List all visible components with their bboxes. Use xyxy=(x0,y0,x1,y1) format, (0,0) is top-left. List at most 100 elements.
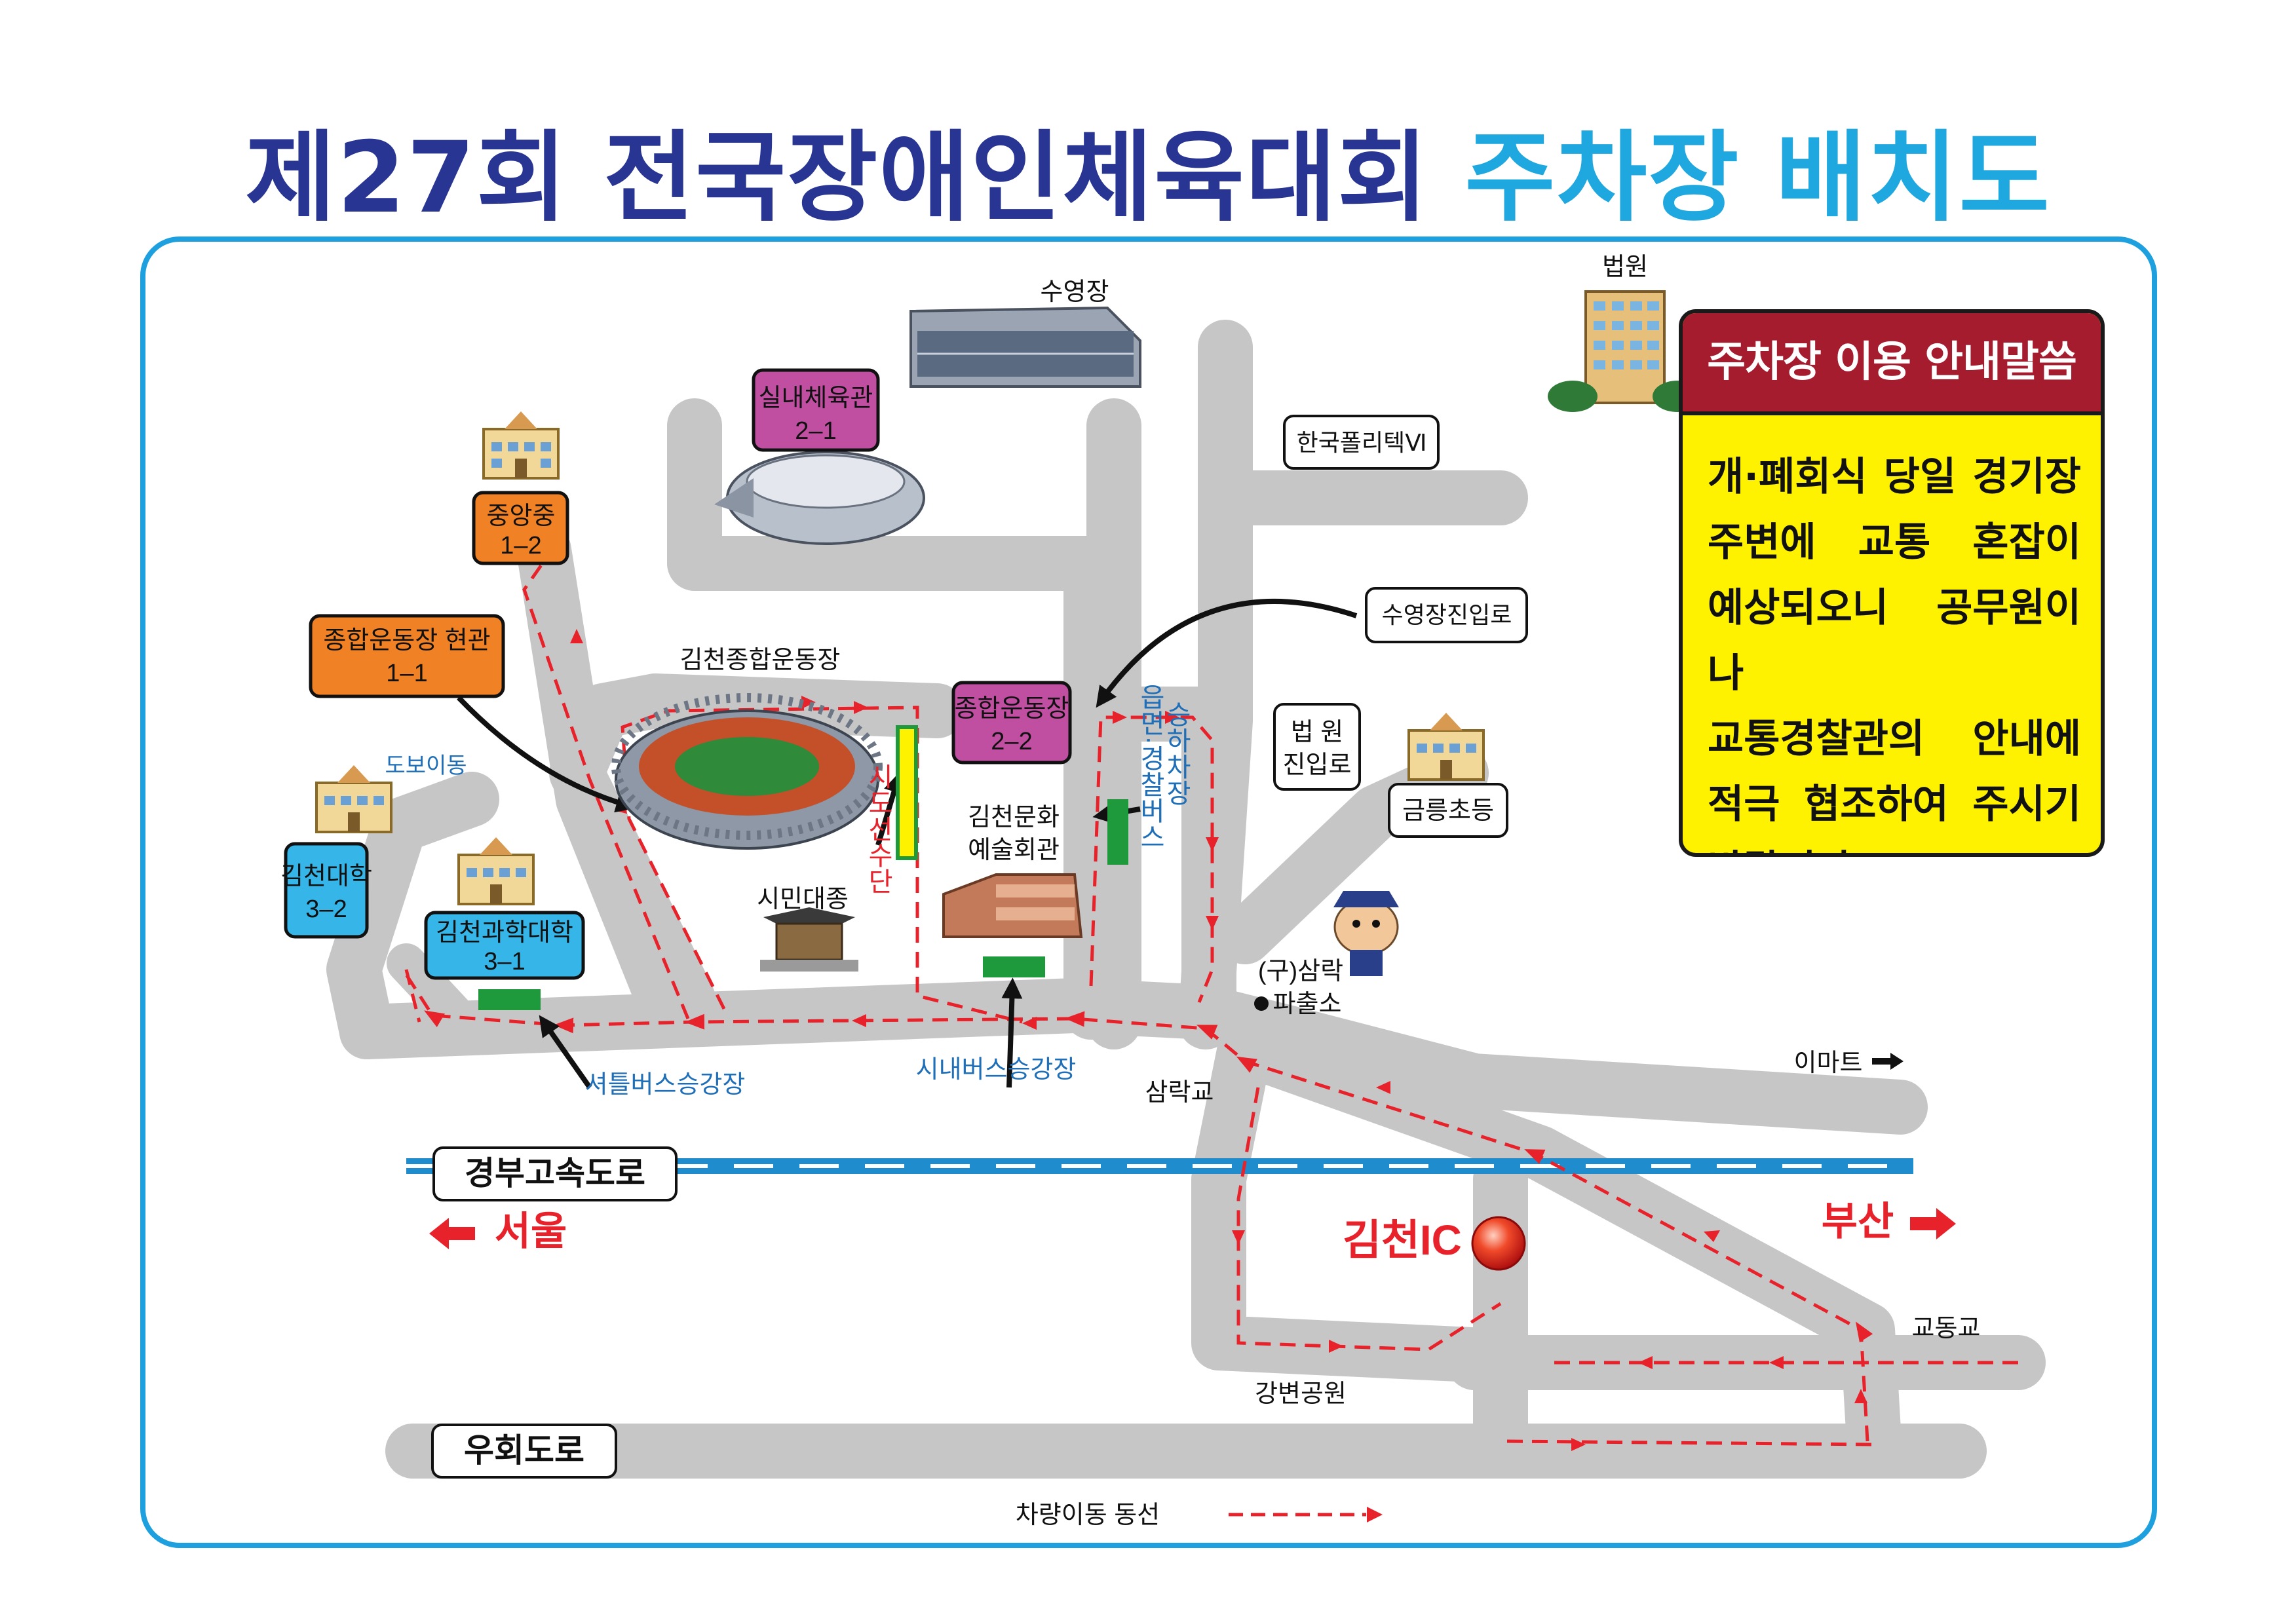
route-arrow xyxy=(1704,1230,1720,1242)
route-arrow xyxy=(1638,1356,1653,1369)
arrow-citybus xyxy=(1001,977,1023,1088)
notice-line: 교통경찰관의 안내에 xyxy=(1708,716,2081,762)
arrow-shuttle xyxy=(539,1015,592,1089)
delegation-stop xyxy=(896,725,918,860)
label-gwahak-name: 김천과학대학 xyxy=(436,919,573,947)
route-north xyxy=(522,556,690,1019)
text-gimcheon-ic: 김천IC xyxy=(1343,1217,1462,1264)
notice-line: 예상되오니 공무원이나 xyxy=(1708,585,2081,696)
seoul-arrow-icon xyxy=(429,1218,475,1249)
route-arrow xyxy=(852,1014,866,1027)
route-arrows xyxy=(570,629,1867,1451)
route-arrow xyxy=(1329,1340,1343,1353)
label-polytech: 한국폴리텍Ⅵ xyxy=(1297,429,1427,456)
pool-building-icon xyxy=(909,306,1141,388)
label-jungang: 중앙중 1–2 xyxy=(472,491,569,565)
place-labels: 한국폴리텍Ⅵ 수영장진입로 법 원 진입로 금릉초등 경부고속도로 우회도로 xyxy=(431,415,1528,1479)
text-gyodong-bridge: 교동교 xyxy=(1912,1315,1981,1342)
arrow-1-1 xyxy=(457,696,638,813)
shuttle-bus-stop xyxy=(478,989,541,1010)
text-police-2: 파출소 xyxy=(1273,991,1342,1018)
route-arrow xyxy=(801,696,816,709)
label-expressway: 경부고속도로 xyxy=(465,1155,645,1192)
legend-route-arrow xyxy=(1367,1507,1383,1522)
text-ride-col1: 승하차장 xyxy=(1162,701,1191,806)
label-court-entrance-1: 법 원 xyxy=(1291,719,1343,746)
text-delegation: 시도선수단 xyxy=(864,763,892,894)
route-loop xyxy=(1236,1087,1502,1351)
road-ring-west xyxy=(387,943,472,1032)
label-jungang-name: 중앙중 xyxy=(487,502,556,530)
text-walkway: 도보이동 xyxy=(385,753,467,778)
buildings xyxy=(315,290,1702,1271)
notice-line: 적극 협조하여 주시기 xyxy=(1708,782,2081,827)
vertical-labels: 시도선수단 승하차장 읍면·경찰버스 xyxy=(864,683,1191,894)
label-gwahak: 김천과학대학 3–1 xyxy=(424,911,585,980)
police-dot xyxy=(1254,996,1269,1011)
school-icon-daehak xyxy=(315,765,392,833)
busan-arrow-icon xyxy=(1910,1208,1956,1239)
school-icon-jungang xyxy=(482,411,560,480)
notice-line: 주변에 교통 혼잡이 xyxy=(1708,519,2081,565)
school-icon-gwahak xyxy=(457,837,535,905)
city-bus-stop xyxy=(983,956,1045,977)
road-daehak xyxy=(326,772,499,1059)
route-daehak xyxy=(404,969,421,1023)
route-arrow xyxy=(1206,916,1219,930)
label-pool-entrance: 수영장진입로 xyxy=(1382,601,1512,628)
notice-body: 개·폐회식 당일 경기장 주변에 교통 혼잡이 예상되오니 공무원이나 교통경찰… xyxy=(1683,415,2101,853)
label-stadium-entrance: 종합운동장 현관 1–1 xyxy=(309,614,505,698)
text-seoul: 서울 xyxy=(495,1209,567,1253)
pointer-arrows xyxy=(457,598,1358,1089)
map-text: 수영장 법원 김천종합운동장 김천문화 예술회관 시민대종 도보이동 (구)삼락… xyxy=(385,254,1980,1529)
route-arrow xyxy=(854,701,868,714)
text-pool: 수영장 xyxy=(1041,278,1109,306)
gimcheon-ic-marker xyxy=(1471,1216,1526,1271)
text-bell: 시민대종 xyxy=(757,886,849,913)
road-ring-north xyxy=(516,523,689,1023)
label-indoor-gym-name: 실내체육관 xyxy=(759,385,873,412)
text-city-bus-stop: 시내버스승강장 xyxy=(916,1056,1077,1084)
culture-center-icon xyxy=(942,873,1083,938)
bus-stops xyxy=(478,725,1128,1010)
text-samnak-bridge: 삼락교 xyxy=(1145,1079,1214,1106)
label-indoor-gym: 실내체육관 2–1 xyxy=(752,368,880,452)
route-inner xyxy=(1089,715,1214,1003)
label-daehak-name: 김천대학 xyxy=(280,863,372,890)
label-daehak: 김천대학 3–2 xyxy=(280,842,372,939)
indoor-gym-icon xyxy=(714,451,925,545)
label-geumneung: 금릉초등 xyxy=(1402,797,1494,825)
label-court-entrance-2: 진입로 xyxy=(1283,751,1352,779)
notice-title: 주차장 이용 안내말씀 xyxy=(1683,313,2101,415)
label-stadium-name: 종합운동장 xyxy=(955,695,1069,723)
route-arrow xyxy=(570,629,583,643)
ride-stop xyxy=(1107,799,1128,865)
text-legend-route: 차량이동 동선 xyxy=(1016,1501,1160,1529)
label-indoor-gym-code: 2–1 xyxy=(795,417,836,445)
stadium-icon xyxy=(611,693,883,850)
route-arrow xyxy=(1854,1389,1867,1403)
route-arrow xyxy=(1206,837,1219,852)
school-icon-geumneung xyxy=(1407,713,1485,781)
label-stadium-entrance-code: 1–1 xyxy=(386,660,427,687)
route-main xyxy=(401,968,1873,1442)
route-bypass xyxy=(1506,1439,1875,1446)
city-bell-icon xyxy=(760,907,858,972)
route-arrow xyxy=(1113,711,1127,724)
arrow-pool-entrance xyxy=(1096,598,1358,708)
label-jungang-code: 1–2 xyxy=(500,532,541,559)
notice-line: 개·폐회식 당일 경기장 xyxy=(1708,454,2081,500)
text-ride-col2: 읍면·경찰버스 xyxy=(1136,683,1164,849)
legend xyxy=(1229,1507,1383,1522)
label-stadium-code: 2–2 xyxy=(991,728,1032,755)
direction-arrows xyxy=(429,1208,1956,1249)
title-highlight: 주차장 배치도 xyxy=(1464,121,2051,235)
route-arrow xyxy=(1769,1356,1784,1369)
label-stadium-entrance-name: 종합운동장 현관 xyxy=(323,627,490,654)
text-police-1: (구)삼락 xyxy=(1258,958,1343,985)
text-riverside-park: 강변공원 xyxy=(1255,1380,1347,1408)
text-busan: 부산 xyxy=(1822,1199,1894,1243)
route-arrow xyxy=(1376,1081,1390,1094)
page-title: 제27회 전국장애인체육대회 주차장 배치도 xyxy=(0,98,2296,240)
